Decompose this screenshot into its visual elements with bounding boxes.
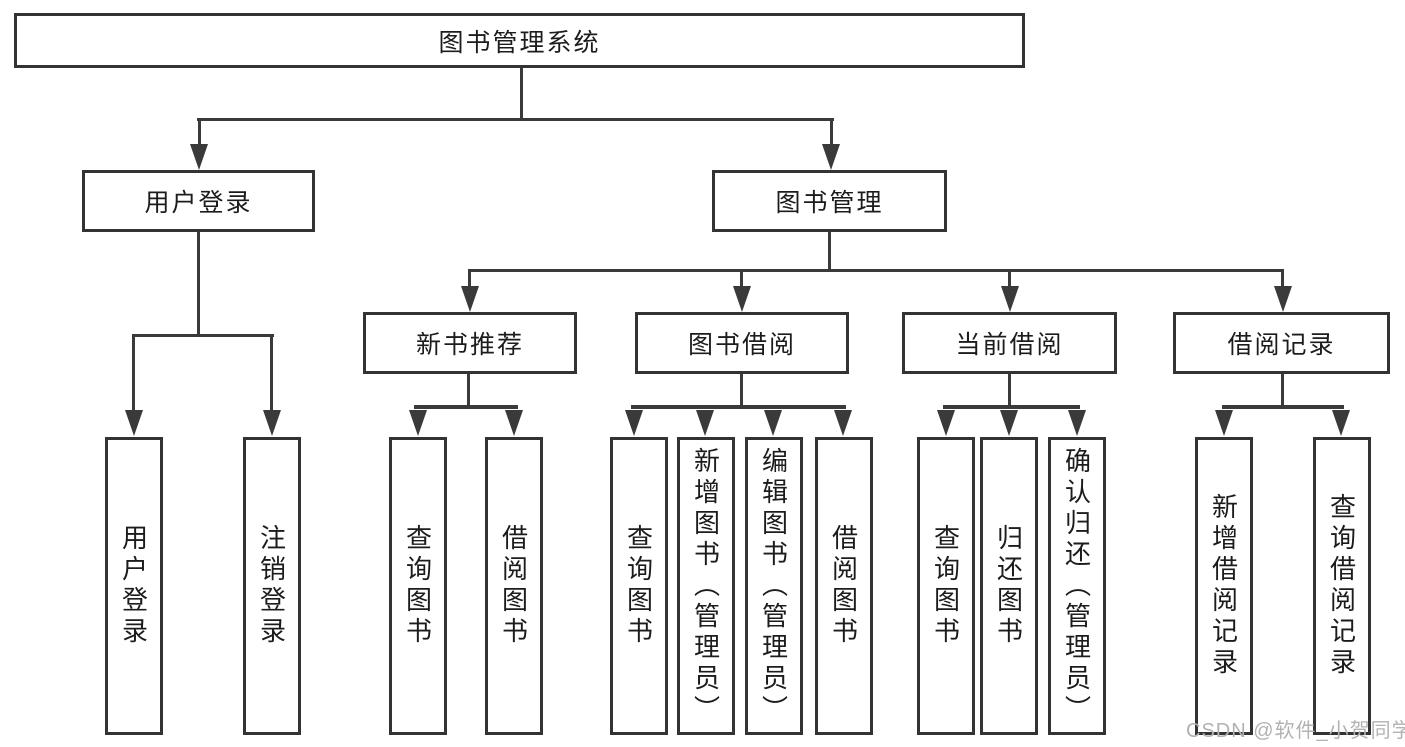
node-label: 图书管理 — [775, 189, 884, 217]
connector-line — [1008, 373, 1011, 407]
arrowhead-down-icon — [625, 410, 643, 436]
connector-line — [132, 334, 274, 337]
node-book-borrowing: 图书借阅 — [635, 312, 849, 374]
leaf-label: 确认归还（管理员） — [1061, 446, 1092, 726]
arrowhead-down-icon — [263, 410, 281, 436]
node-book-management: 图书管理 — [712, 170, 947, 232]
arrowhead-down-icon — [125, 410, 143, 436]
leaf-bb-borrow-books: 借阅图书 — [815, 437, 873, 735]
connector-line — [468, 269, 1284, 272]
leaf-logout: 注销登录 — [243, 437, 301, 735]
connector-line — [740, 373, 743, 407]
csdn-watermark: CSDN @软件_小贺同学 — [1186, 720, 1405, 742]
leaf-cb-query-books: 查询图书 — [917, 437, 975, 735]
connector-line — [830, 120, 833, 148]
leaf-label: 查询图书 — [402, 524, 433, 648]
arrowhead-down-icon — [1000, 410, 1018, 436]
node-label: 借阅记录 — [1227, 331, 1336, 359]
leaf-nb-query-books: 查询图书 — [389, 437, 447, 735]
leaf-user-login: 用户登录 — [105, 437, 163, 735]
node-label: 图书管理系统 — [438, 28, 601, 57]
node-user-login: 用户登录 — [82, 170, 315, 232]
arrowhead-down-icon — [461, 286, 479, 312]
connector-line — [414, 405, 518, 409]
node-new-book-recommend: 新书推荐 — [363, 312, 577, 374]
arrowhead-down-icon — [733, 286, 751, 312]
leaf-label: 查询图书 — [623, 524, 654, 648]
arrowhead-down-icon — [190, 144, 208, 170]
leaf-cb-return-books: 归还图书 — [980, 437, 1038, 735]
arrowhead-down-icon — [1274, 286, 1292, 312]
leaf-label: 用户登录 — [118, 524, 149, 648]
leaf-br-query-record: 查询借阅记录 — [1313, 437, 1371, 735]
connector-line — [520, 67, 523, 119]
arrowhead-down-icon — [696, 410, 714, 436]
node-label: 图书借阅 — [687, 331, 796, 359]
connector-line — [1281, 271, 1284, 289]
node-label: 用户登录 — [144, 189, 253, 217]
leaf-label: 借阅图书 — [828, 524, 859, 648]
node-root: 图书管理系统 — [14, 13, 1025, 68]
connector-line — [197, 118, 834, 121]
connector-line — [740, 271, 743, 289]
leaf-bb-add-books-admin: 新增图书（管理员） — [677, 437, 735, 735]
leaf-br-add-record: 新增借阅记录 — [1195, 437, 1253, 735]
leaf-label: 查询图书 — [930, 524, 961, 648]
node-label: 当前借阅 — [955, 331, 1064, 359]
connector-line — [197, 231, 200, 336]
leaf-label: 编辑图书（管理员） — [758, 446, 789, 726]
connector-line — [467, 373, 470, 407]
connector-line — [1222, 405, 1344, 409]
leaf-cb-confirm-return-admin: 确认归还（管理员） — [1048, 437, 1106, 735]
connector-line — [132, 336, 135, 412]
node-label: 新书推荐 — [415, 331, 524, 359]
arrowhead-down-icon — [937, 410, 955, 436]
connector-line — [943, 405, 1080, 409]
leaf-bb-query-books: 查询图书 — [610, 437, 668, 735]
arrowhead-down-icon — [505, 410, 523, 436]
arrowhead-down-icon — [1215, 410, 1233, 436]
arrowhead-down-icon — [1068, 410, 1086, 436]
connector-line — [828, 231, 831, 272]
leaf-label: 新增图书（管理员） — [690, 446, 721, 726]
connector-line — [270, 336, 273, 412]
arrowhead-down-icon — [409, 410, 427, 436]
leaf-nb-borrow-books: 借阅图书 — [485, 437, 543, 735]
connector-line — [468, 271, 471, 289]
arrowhead-down-icon — [1332, 410, 1350, 436]
leaf-label: 借阅图书 — [498, 524, 529, 648]
connector-line — [1008, 271, 1011, 289]
leaf-label: 注销登录 — [256, 524, 287, 648]
arrowhead-down-icon — [1001, 286, 1019, 312]
leaf-label: 新增借阅记录 — [1208, 493, 1239, 679]
connector-line — [198, 120, 201, 148]
connector-line — [631, 405, 846, 409]
node-borrowing-records: 借阅记录 — [1173, 312, 1390, 374]
connector-line — [1281, 373, 1284, 407]
arrowhead-down-icon — [822, 144, 840, 170]
node-current-borrowing: 当前借阅 — [902, 312, 1117, 374]
arrowhead-down-icon — [834, 410, 852, 436]
leaf-label: 查询借阅记录 — [1326, 493, 1357, 679]
leaf-label: 归还图书 — [993, 524, 1024, 648]
leaf-bb-edit-books-admin: 编辑图书（管理员） — [745, 437, 803, 735]
arrowhead-down-icon — [764, 410, 782, 436]
